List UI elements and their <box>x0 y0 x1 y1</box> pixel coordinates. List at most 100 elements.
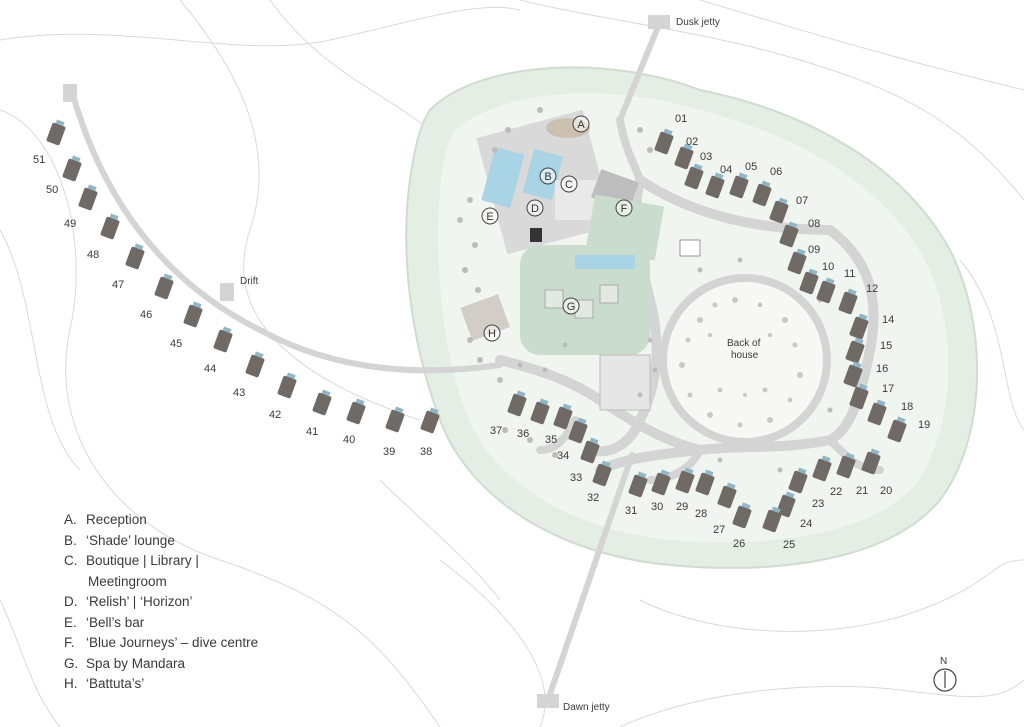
villa-pool-19 <box>896 416 906 423</box>
villa-pool-49 <box>87 184 97 191</box>
villa-pool-21 <box>845 452 855 459</box>
villa-pool-16 <box>852 361 862 368</box>
villa-number-32: 32 <box>587 492 599 504</box>
villa-31 <box>628 474 648 498</box>
villa-number-40: 40 <box>343 434 355 446</box>
compass-label: N <box>940 656 947 667</box>
villa-number-17: 17 <box>882 383 894 395</box>
back-of-house-trees <box>679 297 803 428</box>
villa-51 <box>46 122 66 146</box>
facility-marker-label-c: C <box>565 179 573 191</box>
villa-pool-37 <box>516 390 526 397</box>
villa-pool-41 <box>321 389 331 396</box>
vegetation <box>457 107 833 473</box>
legend-item-h: H.‘Battuta’s’ <box>64 676 145 691</box>
facility-marker-d <box>526 199 544 217</box>
villa-pool-27 <box>726 482 736 489</box>
villa-17 <box>849 386 869 410</box>
villa-pool-42 <box>286 372 296 379</box>
villa-number-37: 37 <box>490 425 502 437</box>
villa-27 <box>717 485 737 509</box>
villa-number-03: 03 <box>700 151 712 163</box>
legend-item-f: F.‘Blue Journeys’ – dive centre <box>64 635 259 650</box>
villa-46 <box>154 276 174 300</box>
villa-number-29: 29 <box>676 501 688 513</box>
villa-15 <box>845 340 865 364</box>
villa-18 <box>867 402 887 426</box>
villa-pool-47 <box>134 243 144 250</box>
villa-pool-08 <box>788 221 798 228</box>
back-of-house-label-1: Back of <box>727 338 761 349</box>
villa-09 <box>787 251 807 275</box>
legend-item-b: B.‘Shade’ lounge <box>64 532 175 548</box>
villa-pool-50 <box>71 155 81 162</box>
dawn-jetty-label: Dawn jetty <box>563 702 610 713</box>
villa-number-24: 24 <box>800 518 812 530</box>
villa-pool-22 <box>821 455 831 462</box>
villa-pool-25 <box>771 506 781 513</box>
villa-pool-33 <box>589 437 599 444</box>
villa-number-26: 26 <box>733 538 745 550</box>
villa-41 <box>312 392 332 416</box>
villa-number-42: 42 <box>269 409 281 421</box>
villa-04 <box>705 175 725 199</box>
villa-number-49: 49 <box>64 218 76 230</box>
villa-pool-10 <box>808 268 818 275</box>
villa-number-41: 41 <box>306 426 318 438</box>
villa-number-21: 21 <box>856 485 868 497</box>
villa-45 <box>183 304 203 328</box>
villa-pool-20 <box>870 448 880 455</box>
villa-pool-11 <box>825 277 835 284</box>
villa-number-18: 18 <box>901 401 913 413</box>
facility-marker-label-a: A <box>577 119 585 131</box>
facility-marker-label-h: H <box>488 328 496 340</box>
villa-number-38: 38 <box>420 446 432 458</box>
facility-marker-label-d: D <box>531 203 539 215</box>
villa-number-28: 28 <box>695 508 707 520</box>
villa-pool-35 <box>562 403 572 410</box>
villa-number-34: 34 <box>557 450 569 462</box>
villa-34 <box>568 420 588 444</box>
villa-50 <box>62 158 82 182</box>
villa-37 <box>507 393 527 417</box>
facility-marker-label-g: G <box>567 301 576 313</box>
villa-number-04: 04 <box>720 164 732 176</box>
legend: A.Reception B.‘Shade’ lounge C.Boutique … <box>64 510 258 695</box>
villa-pool-28 <box>704 469 714 476</box>
villa-number-35: 35 <box>545 434 557 446</box>
villa-number-43: 43 <box>233 387 245 399</box>
north-jetty-head <box>63 84 77 102</box>
villa-10 <box>799 271 819 295</box>
villa-pool-34 <box>577 417 587 424</box>
villa-number-30: 30 <box>651 501 663 513</box>
villa-number-19: 19 <box>918 419 930 431</box>
villa-number-22: 22 <box>830 486 842 498</box>
villa-number-11: 11 <box>844 268 855 280</box>
legend-item-d: D.‘Relish’ | ‘Horizon’ <box>64 594 193 609</box>
villa-pool-09 <box>796 248 806 255</box>
villa-pool-01 <box>663 128 673 135</box>
villa-32 <box>592 463 612 487</box>
villa-24 <box>776 494 796 518</box>
villa-number-23: 23 <box>812 498 824 510</box>
facility-marker-label-f: F <box>621 203 628 215</box>
villa-06 <box>752 183 772 207</box>
villa-28 <box>695 472 715 496</box>
facility-marker-label-e: E <box>486 211 493 223</box>
villa-11 <box>816 280 836 304</box>
villa-number-06: 06 <box>770 166 782 178</box>
villa-number-14: 14 <box>882 314 894 326</box>
villa-33 <box>580 440 600 464</box>
villa-pool-39 <box>394 406 404 413</box>
villa-23 <box>788 470 808 494</box>
facility-marker-f <box>615 199 633 217</box>
villa-03 <box>684 166 704 190</box>
villa-pool-05 <box>738 172 748 179</box>
facility-marker-c <box>560 175 578 193</box>
legend-item-c-cont: Meetingroom <box>88 573 167 589</box>
villa-pool-24 <box>785 491 795 498</box>
villa-pool-38 <box>429 407 439 414</box>
villa-number-44: 44 <box>204 363 216 375</box>
